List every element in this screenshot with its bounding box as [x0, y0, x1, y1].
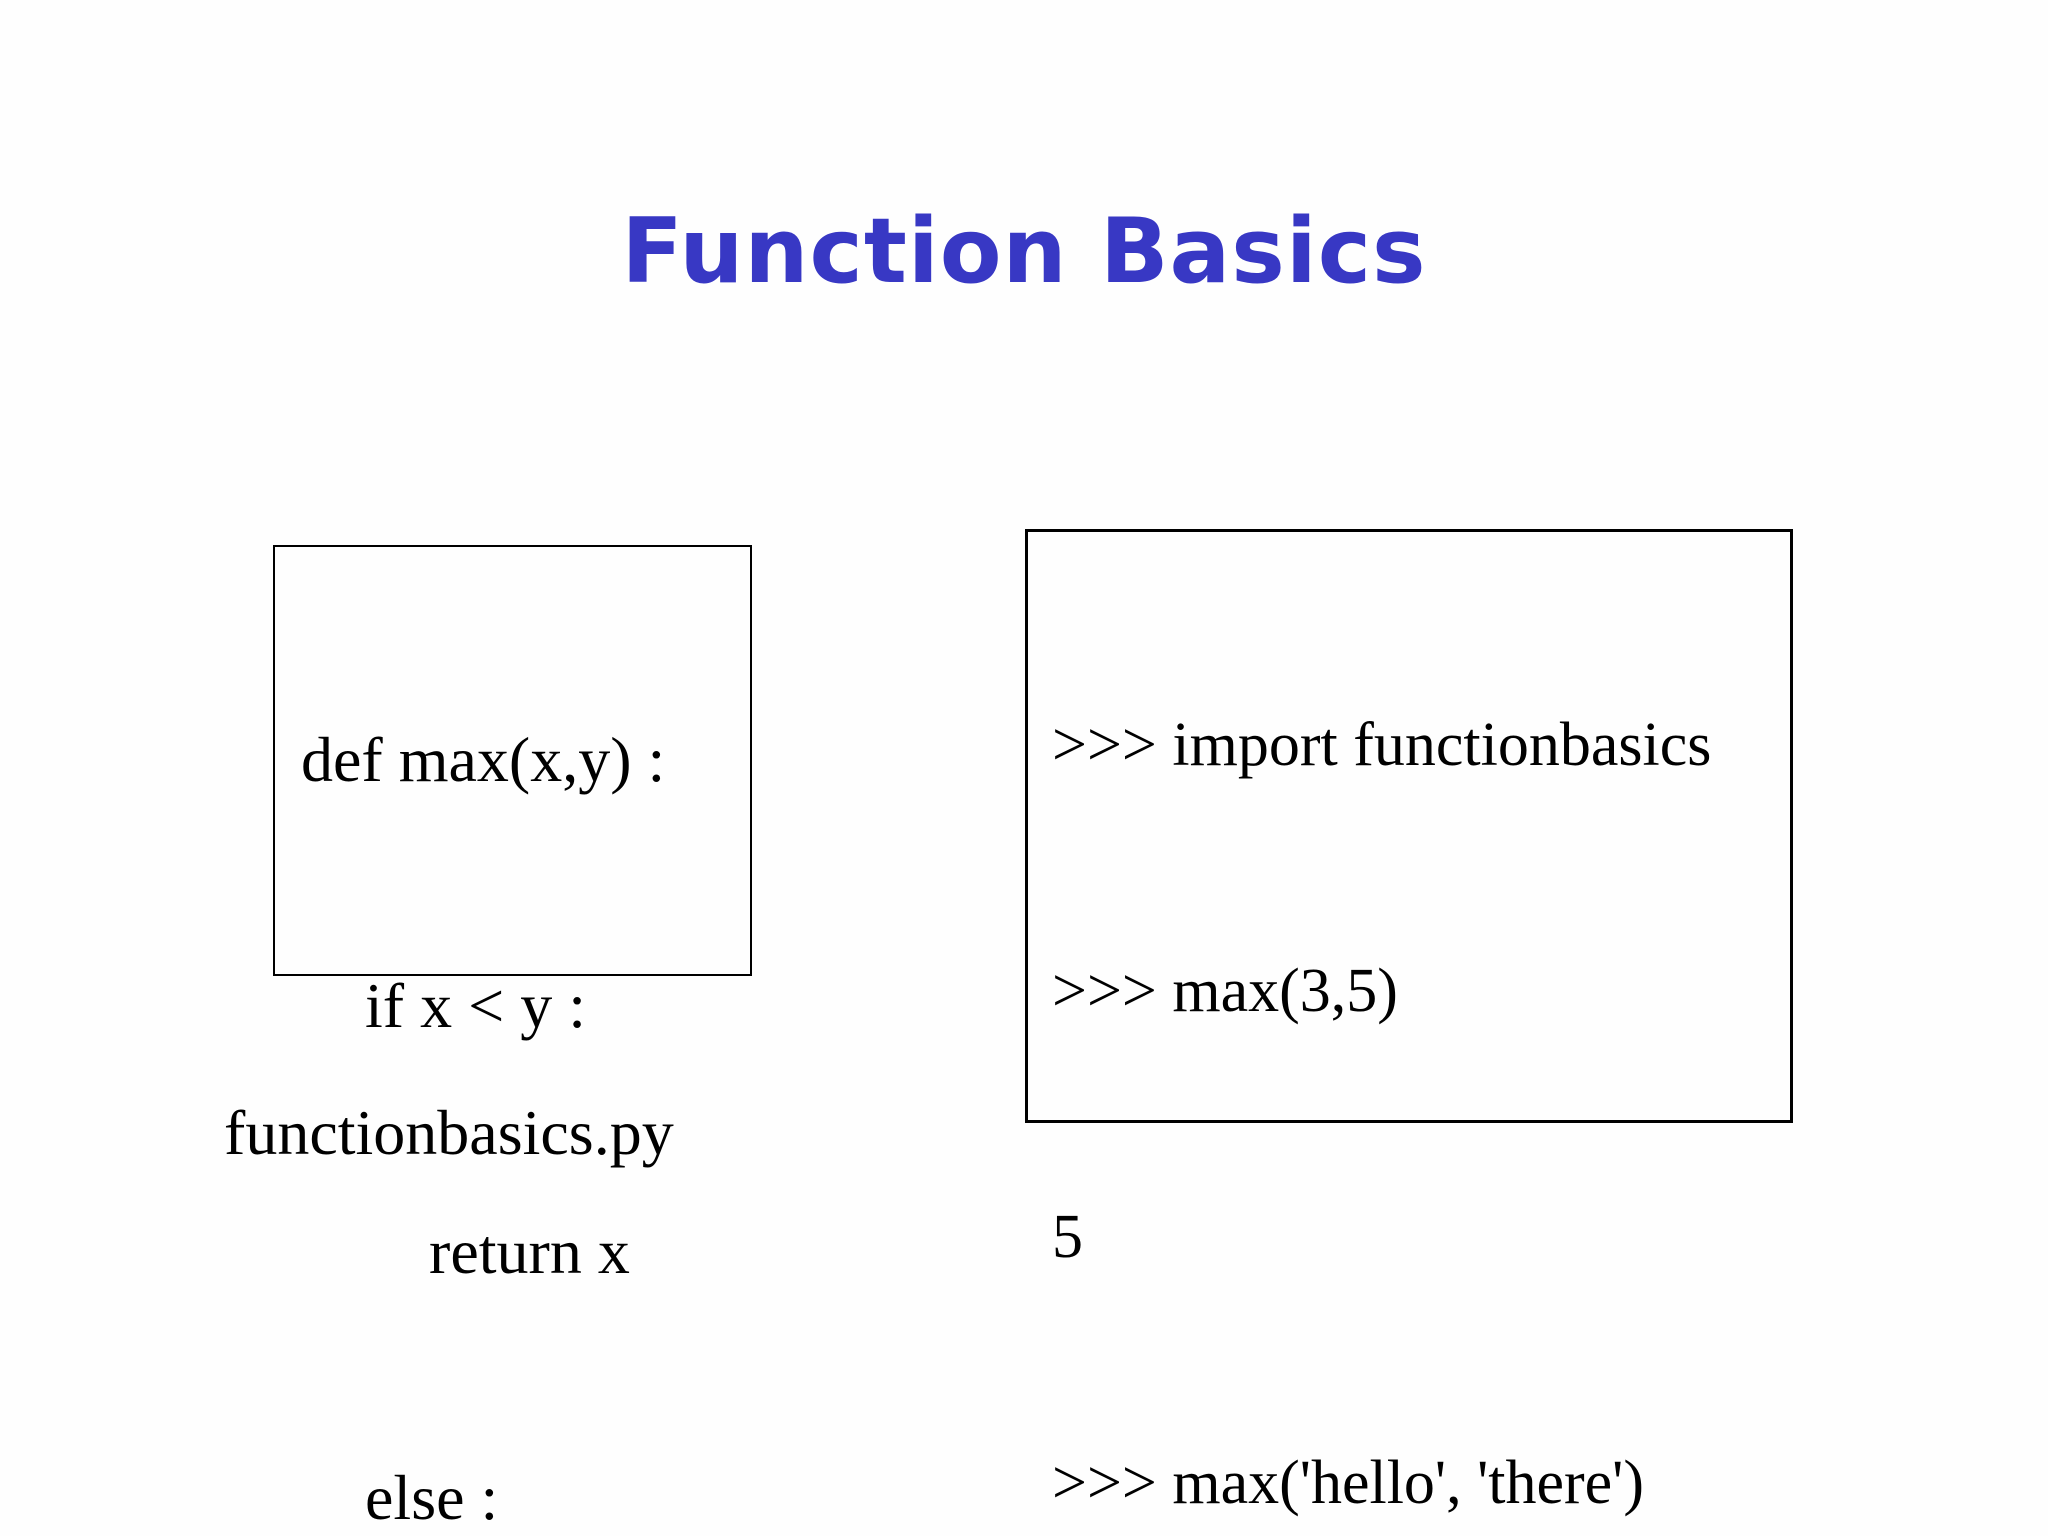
- slide-title: Function Basics: [621, 199, 1427, 304]
- code-line-return-x: return x: [301, 1216, 630, 1287]
- shell-line-max-hello-there: >>> max('hello', 'there'): [1052, 1449, 1644, 1517]
- function-definition-box: def max(x,y) : if x < y : return x else …: [273, 545, 752, 1533]
- filename-label: functionbasics.py: [224, 1097, 674, 1168]
- code-line-def: def max(x,y) :: [301, 724, 666, 795]
- code-line-else: else :: [301, 1462, 499, 1533]
- shell-line-import: >>> import functionbasics: [1052, 711, 1712, 779]
- shell-line-result-5: 5: [1052, 1203, 1083, 1271]
- interpreter-session-box: >>> import functionbasics >>> max(3,5) 5…: [1025, 529, 1793, 1517]
- code-line-if: if x < y :: [301, 970, 586, 1041]
- shell-line-max-3-5: >>> max(3,5): [1052, 957, 1398, 1025]
